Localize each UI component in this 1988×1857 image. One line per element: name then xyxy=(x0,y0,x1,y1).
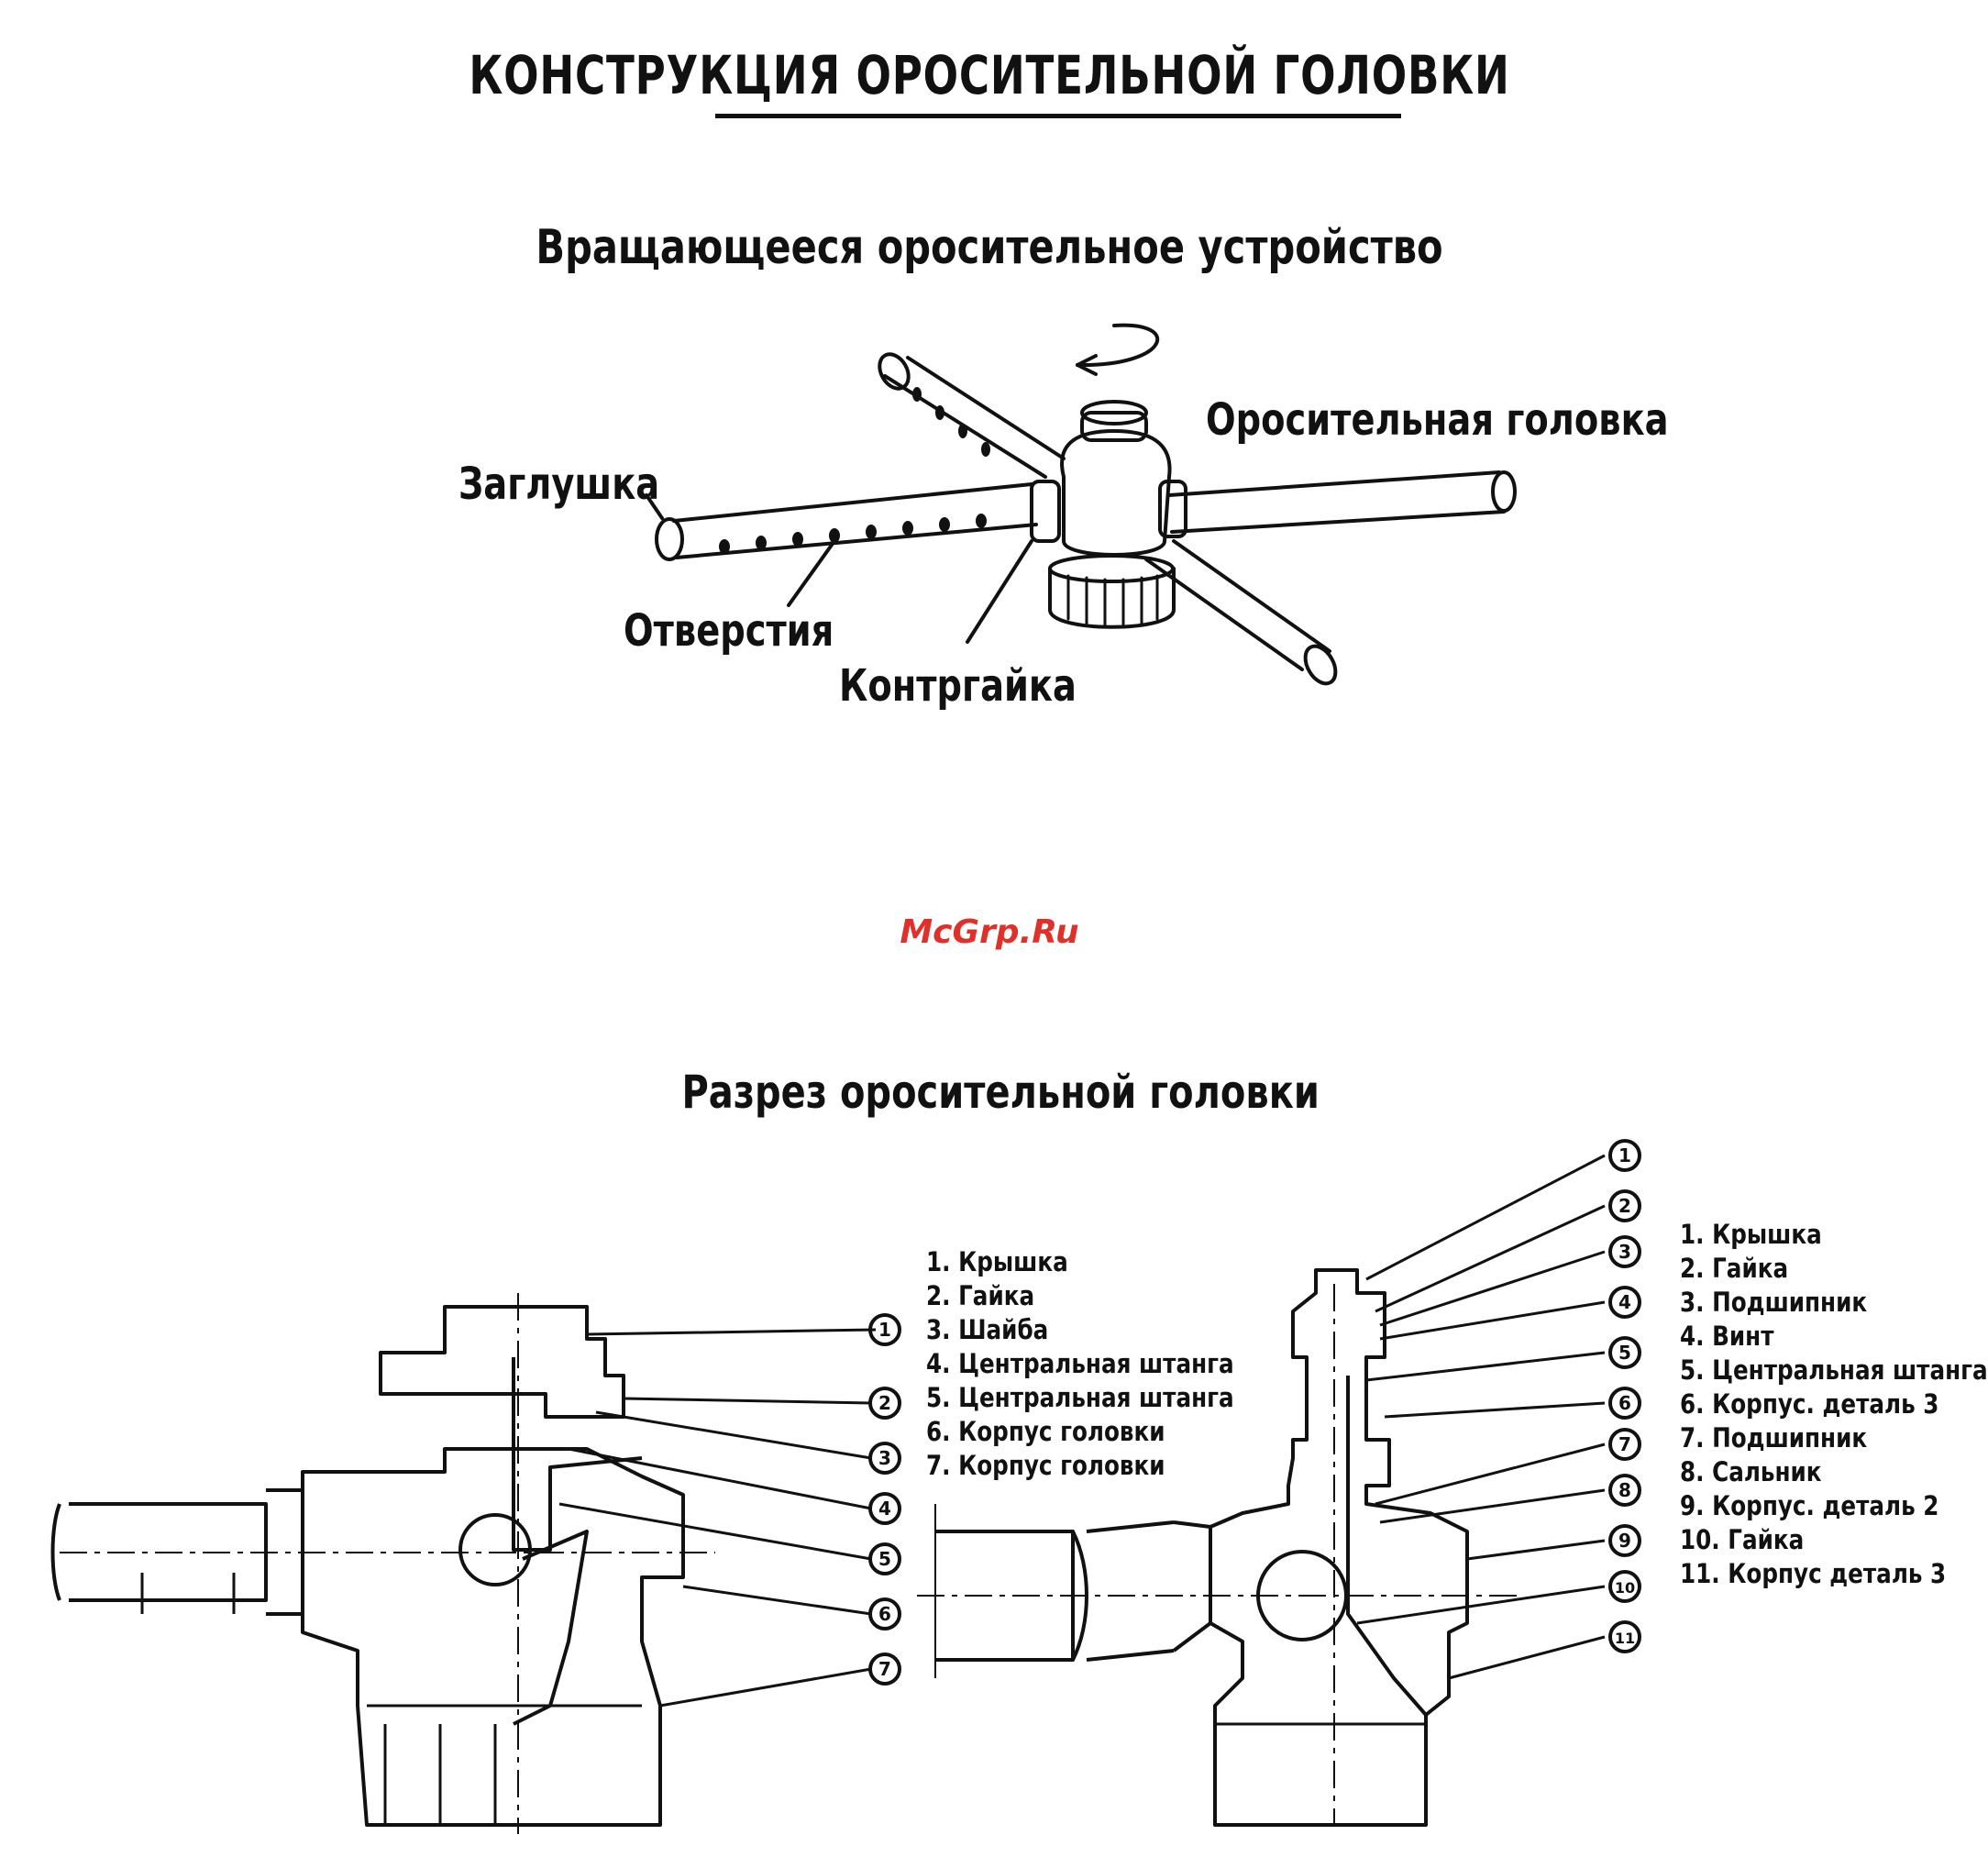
left-marker: 1 xyxy=(878,1319,891,1341)
right-marker: 1 xyxy=(1618,1144,1631,1166)
right-marker: 2 xyxy=(1618,1195,1631,1217)
arm-holes xyxy=(719,387,990,554)
back-left-arm xyxy=(883,356,1066,479)
right-legend-item: 1. Крышка xyxy=(1680,1219,1822,1250)
left-marker: 7 xyxy=(878,1658,891,1680)
left-legend-item: 6. Корпус головки xyxy=(926,1416,1165,1447)
callout-locknut: Контргайка xyxy=(839,660,1077,712)
left-arm xyxy=(672,482,1038,559)
left-legend-item: 5. Центральная штанга xyxy=(926,1382,1234,1413)
locknut-leader xyxy=(966,539,1033,644)
right-legend: 1. Крышка 2. Гайка 3. Подшипник 4. Винт … xyxy=(1680,1218,1988,1591)
right-marker: 3 xyxy=(1618,1241,1631,1263)
callout-holes: Отверстия xyxy=(624,605,834,657)
right-legend-item: 11. Корпус деталь 3 xyxy=(1680,1558,1947,1589)
callout-plug: Заглушка xyxy=(458,459,660,510)
rotation-arrow xyxy=(1076,323,1160,368)
plug-leader xyxy=(645,493,664,520)
watermark: McGrp.Ru xyxy=(900,913,1079,951)
right-legend-item: 8. Сальник xyxy=(1680,1456,1822,1487)
left-legend-item: 7. Корпус головки xyxy=(926,1450,1165,1481)
right-legend-item: 6. Корпус. деталь 3 xyxy=(1680,1388,1939,1420)
left-legend-item: 4. Центральная штанга xyxy=(926,1348,1234,1379)
hub-cap xyxy=(1080,411,1148,442)
right-legend-item: 3. Подшипник xyxy=(1680,1287,1868,1318)
right-cross-section xyxy=(917,1139,1641,1827)
left-marker: 5 xyxy=(878,1548,891,1570)
title-underline xyxy=(715,114,1401,118)
right-arm xyxy=(1167,470,1506,534)
left-marker: 4 xyxy=(878,1498,891,1520)
left-legend-item: 3. Шайба xyxy=(926,1314,1049,1345)
callout-sprinkler-head: Оросительная головка xyxy=(1206,394,1669,446)
right-legend-item: 5. Центральная штанга xyxy=(1680,1354,1988,1386)
rotating-device-heading: Вращающееся оросительное устройство xyxy=(536,220,1443,275)
right-marker: 10 xyxy=(1615,1579,1635,1597)
right-legend-item: 4. Винт xyxy=(1680,1321,1774,1352)
right-marker: 6 xyxy=(1618,1392,1631,1414)
right-marker: 7 xyxy=(1618,1433,1631,1455)
left-marker: 6 xyxy=(878,1603,891,1625)
holes-leader xyxy=(787,539,836,607)
right-legend-item: 7. Подшипник xyxy=(1680,1422,1868,1454)
plug-cap xyxy=(655,517,684,561)
hub-nut xyxy=(1048,567,1176,629)
right-marker: 9 xyxy=(1618,1530,1631,1552)
right-marker: 8 xyxy=(1618,1479,1631,1501)
right-legend-item: 9. Корпус. деталь 2 xyxy=(1680,1490,1939,1521)
left-legend-item: 2. Гайка xyxy=(926,1280,1035,1311)
right-marker: 5 xyxy=(1618,1342,1631,1364)
left-cross-section xyxy=(50,1293,901,1834)
left-marker: 3 xyxy=(878,1447,891,1469)
right-legend-item: 2. Гайка xyxy=(1680,1253,1789,1284)
left-legend: 1. Крышка 2. Гайка 3. Шайба 4. Центральн… xyxy=(926,1245,1234,1483)
section-heading: Разрез оросительной головки xyxy=(681,1066,1320,1119)
left-marker: 2 xyxy=(878,1392,891,1414)
right-marker: 11 xyxy=(1615,1630,1635,1647)
right-marker: 4 xyxy=(1618,1291,1631,1313)
main-title: КОНСТРУКЦИЯ ОРОСИТЕЛЬНОЙ ГОЛОВКИ xyxy=(469,44,1510,106)
left-legend-item: 1. Крышка xyxy=(926,1246,1068,1277)
right-legend-item: 10. Гайка xyxy=(1680,1524,1805,1555)
